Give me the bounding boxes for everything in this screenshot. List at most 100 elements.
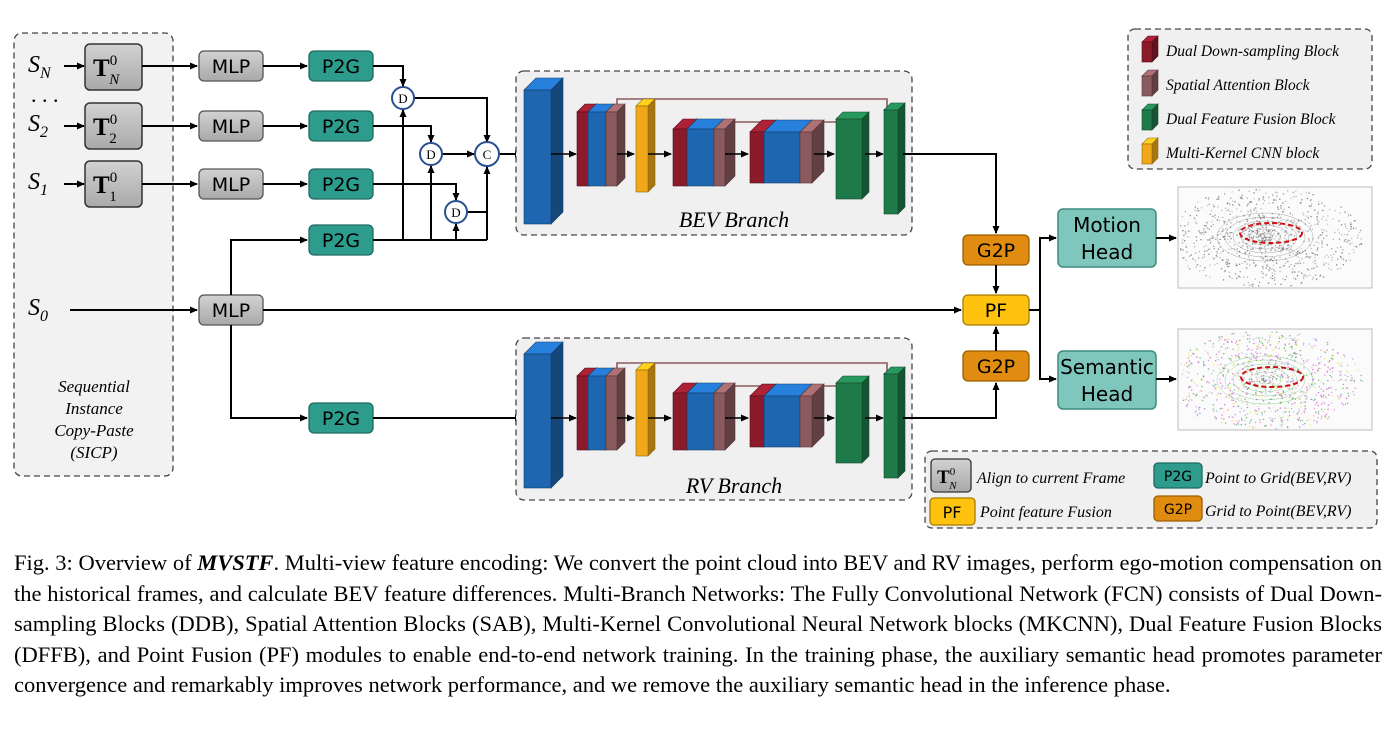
legend-pf-symbol: PF — [929, 497, 976, 526]
semantic-output-image — [1177, 328, 1373, 431]
legend-block-swatch-3 — [1141, 103, 1159, 131]
bev-mkcnn — [635, 98, 656, 193]
legend-g2p-symbol: G2P — [1153, 495, 1203, 522]
svg-text:P2G: P2G — [322, 116, 360, 138]
svg-text:G2P: G2P — [977, 240, 1015, 262]
svg-text:Motion: Motion — [1073, 213, 1141, 237]
mlp-box-1: MLP — [198, 168, 264, 200]
legend-block-label-2: Spatial Attention Block — [1166, 77, 1311, 94]
legend-block-swatch-4 — [1141, 137, 1159, 165]
svg-text:PF: PF — [985, 300, 1007, 322]
caption-method-name: MVSTF — [197, 550, 274, 575]
legend-block-swatch-1 — [1141, 35, 1159, 63]
bev-sab-3 — [799, 119, 825, 184]
svg-text:G2P: G2P — [1164, 502, 1192, 518]
rv-branch-blocks — [523, 341, 906, 489]
svg-text:D: D — [451, 205, 460, 220]
diff-op-3: D — [444, 200, 468, 224]
bev-dffb-1 — [835, 111, 870, 200]
rv-mkcnn — [635, 362, 656, 457]
bev-branch-blocks — [523, 77, 906, 225]
p2g-box-1: P2G — [308, 168, 374, 200]
svg-text:Head: Head — [1081, 240, 1133, 264]
bev-sab-2 — [713, 118, 736, 187]
legend-p2g-symbol: P2G — [1153, 462, 1203, 489]
p2g-box-2: P2G — [308, 110, 374, 142]
rv-sab-1 — [605, 367, 626, 451]
sicp-label-line2: Instance — [64, 399, 123, 418]
sicp-label-line3: Copy-Paste — [54, 421, 134, 440]
svg-text:G2P: G2P — [977, 356, 1015, 378]
p2g-box-0-rv: P2G — [308, 402, 374, 434]
legend-block-label-3: Dual Feature Fusion Block — [1165, 111, 1337, 128]
g2p-box-bev: G2P — [962, 234, 1030, 266]
input-s2: S2 — [28, 111, 48, 141]
svg-text:P2G: P2G — [322, 230, 360, 252]
motion-head: Motion Head — [1057, 208, 1157, 268]
architecture-diagram: Sequential Instance Copy-Paste (SICP) SN… — [13, 28, 1378, 529]
legend-pf-text: Point feature Fusion — [979, 504, 1112, 521]
legend-p2g-text: Point to Grid(BEV,RV) — [1204, 470, 1352, 487]
svg-text:Head: Head — [1081, 382, 1133, 406]
svg-text:T0N: T0N — [93, 53, 120, 88]
g2p-box-rv: G2P — [962, 350, 1030, 382]
svg-text:D: D — [398, 91, 407, 106]
diff-op-1: D — [391, 86, 415, 110]
diff-op-2: D — [419, 142, 443, 166]
mlp-box-0: MLP — [198, 294, 264, 326]
svg-text:MLP: MLP — [212, 56, 250, 78]
pf-box: PF — [962, 294, 1030, 326]
rv-branch-label: RV Branch — [685, 473, 782, 498]
block-legend — [1127, 28, 1373, 170]
semantic-head: Semantic Head — [1057, 350, 1157, 410]
rv-dffb-1 — [835, 375, 870, 464]
svg-text:T01: T01 — [93, 170, 117, 205]
concat-op: C — [474, 141, 500, 167]
input-s1: S1 — [28, 169, 48, 199]
bev-sab-1 — [605, 103, 626, 187]
p2g-box-0-bev: P2G — [308, 224, 374, 256]
svg-text:P2G: P2G — [322, 56, 360, 78]
caption-body: . Multi-view feature encoding: We conver… — [14, 550, 1382, 697]
svg-text:D: D — [426, 147, 435, 162]
svg-text:P2G: P2G — [322, 408, 360, 430]
rv-sab-3 — [799, 383, 825, 448]
svg-text:T02: T02 — [93, 112, 117, 147]
caption-prefix: Fig. 3: Overview of — [14, 550, 198, 575]
svg-text:T0N: T0N — [937, 466, 957, 492]
rv-dffb-2 — [883, 366, 906, 479]
svg-text:C: C — [483, 147, 492, 162]
svg-text:P2G: P2G — [1164, 469, 1192, 485]
svg-text:P2G: P2G — [322, 174, 360, 196]
svg-text:PF: PF — [943, 503, 962, 522]
rv-sab-2 — [713, 382, 736, 451]
bev-branch-label: BEV Branch — [679, 207, 789, 232]
svg-text:MLP: MLP — [212, 174, 250, 196]
sicp-label-line4: (SICP) — [70, 443, 118, 462]
legend-block-label-1: Dual Down-sampling Block — [1165, 43, 1340, 60]
legend-g2p-text: Grid to Point(BEV,RV) — [1205, 503, 1352, 520]
mlp-box-2: MLP — [198, 110, 264, 142]
sicp-label-line1: Sequential — [58, 377, 130, 396]
motion-output-image — [1177, 186, 1373, 289]
input-dots: . . . — [31, 82, 59, 107]
legend-block-label-4: Multi-Kernel CNN block — [1165, 145, 1320, 162]
input-sN: SN — [28, 52, 52, 82]
rv-input-block — [523, 341, 564, 489]
figure-caption: Fig. 3: Overview of MVSTF. Multi-view fe… — [14, 548, 1382, 701]
legend-block-swatch-2 — [1141, 69, 1159, 97]
mlp-box-N: MLP — [198, 50, 264, 82]
p2g-box-N: P2G — [308, 50, 374, 82]
bev-dffb-2 — [883, 102, 906, 215]
input-s0: S0 — [28, 295, 48, 325]
legend-align-text: Align to current Frame — [976, 470, 1125, 487]
symbol-legend — [924, 450, 1378, 529]
bev-input-block — [523, 77, 564, 225]
svg-text:Semantic: Semantic — [1060, 355, 1154, 379]
svg-text:MLP: MLP — [212, 116, 250, 138]
svg-text:MLP: MLP — [212, 300, 250, 322]
